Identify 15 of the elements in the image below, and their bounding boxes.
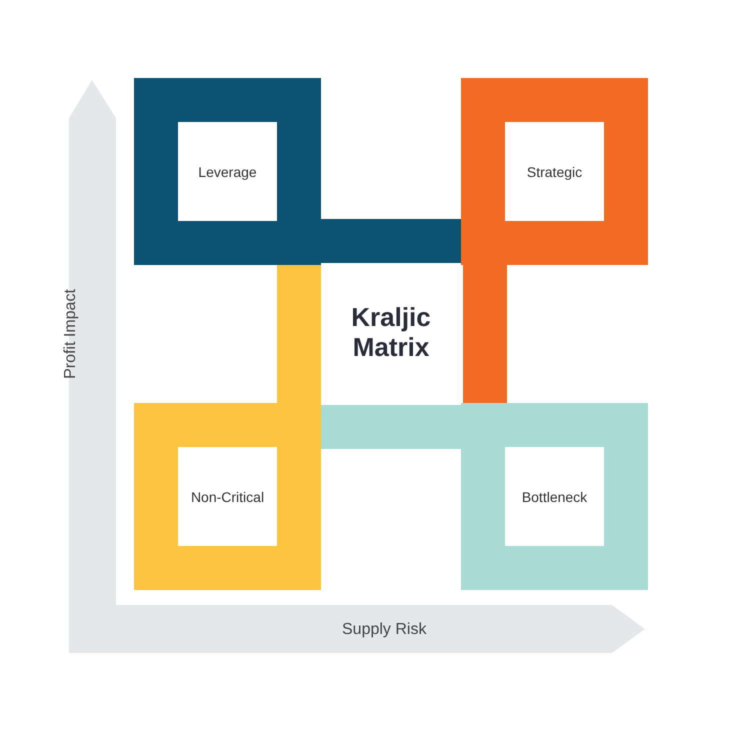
quadrant-frame [134,78,321,265]
quadrant-label: Strategic [526,164,582,180]
quadrant-frame [461,78,648,265]
ribbon-connector [321,219,461,263]
quadrant-label: Leverage [198,164,257,180]
matrix-title: Kraljic Matrix [350,302,432,362]
quadrant-label: Non-Critical [190,488,264,504]
ribbon-connector [463,265,507,403]
ribbon-connector [321,405,461,449]
ribbon-connector [277,265,321,403]
axis-label: Supply Risk [342,621,426,639]
quadrant-label: Bottleneck [522,488,588,504]
quadrant-frame [134,403,321,590]
axis-label: Profit Impact [62,289,80,379]
quadrant-frame [461,403,648,590]
